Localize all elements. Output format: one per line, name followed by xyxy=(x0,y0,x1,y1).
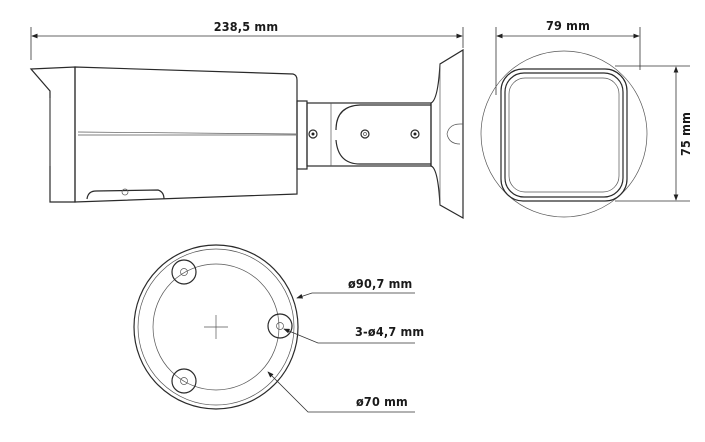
side-view: 238,5 mm xyxy=(29,19,464,220)
base-view: ø90,7 mm 3-ø4,7 mm ø70 mm xyxy=(133,244,424,413)
mount-hole xyxy=(171,368,197,394)
front-view: 79 mm 75 mm xyxy=(480,18,693,218)
width-label: 79 mm xyxy=(546,18,590,33)
hole-circle-label: ø70 mm xyxy=(356,394,408,409)
length-label: 238,5 mm xyxy=(214,19,279,34)
mount-hole xyxy=(267,313,293,339)
outer-diameter-label: ø90,7 mm xyxy=(348,276,412,291)
mount-hole xyxy=(171,259,197,285)
holes-label: 3-ø4,7 mm xyxy=(355,324,424,339)
height-label: 75 mm xyxy=(678,112,693,156)
